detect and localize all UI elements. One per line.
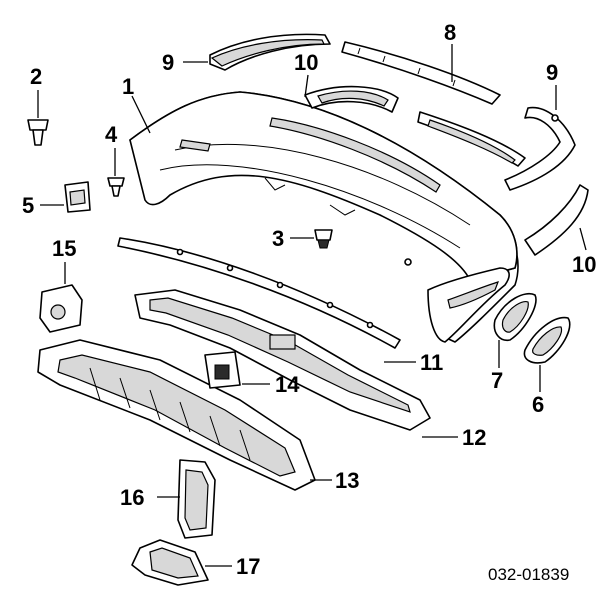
callout-3: 3	[272, 226, 284, 251]
side-insert-strip	[417, 111, 526, 167]
diagram-code: 032-01839	[488, 565, 569, 584]
spoiler-lower	[524, 184, 589, 256]
callout-2: 2	[30, 64, 42, 89]
callout-6: 6	[532, 392, 544, 417]
reflector-left	[493, 293, 537, 342]
callout-8: 8	[444, 20, 456, 45]
leader-lines	[37, 44, 587, 567]
side-guard-upper	[209, 33, 331, 71]
callout-11: 11	[420, 350, 443, 375]
spacer-block	[39, 284, 83, 333]
side-guard-right	[504, 106, 576, 191]
bumper-reinforcement	[134, 289, 431, 431]
spoiler-upper	[304, 85, 399, 113]
callout-16: 16	[120, 485, 144, 510]
side-bracket	[64, 181, 91, 213]
upper-bracket	[341, 41, 501, 105]
callout-13: 13	[335, 468, 359, 493]
bumper-face	[129, 91, 519, 343]
callout-9-right: 9	[546, 60, 558, 85]
callout-1: 1	[122, 74, 134, 99]
callout-5: 5	[22, 193, 34, 218]
callout-labels: 1 2 3 4 5 6 7 8 9 9 10 10 11 12 13 14 15…	[22, 20, 596, 579]
mounting-rail	[117, 237, 401, 349]
retainer-block	[204, 351, 241, 389]
callout-4: 4	[105, 122, 118, 147]
callout-14: 14	[275, 372, 300, 397]
callout-7: 7	[491, 368, 503, 393]
side-mount-bracket	[177, 459, 216, 539]
callout-10-top: 10	[294, 50, 318, 75]
lower-bracket	[131, 539, 209, 586]
callout-17: 17	[236, 554, 260, 579]
callout-15: 15	[52, 236, 76, 261]
fastener	[314, 229, 333, 249]
retainer-clip	[107, 177, 125, 197]
push-clip	[27, 119, 49, 146]
reflector-right	[523, 316, 571, 364]
energy-absorber	[37, 339, 316, 491]
callout-9-left: 9	[162, 50, 174, 75]
callout-10-right: 10	[572, 252, 596, 277]
callout-12: 12	[462, 425, 486, 450]
